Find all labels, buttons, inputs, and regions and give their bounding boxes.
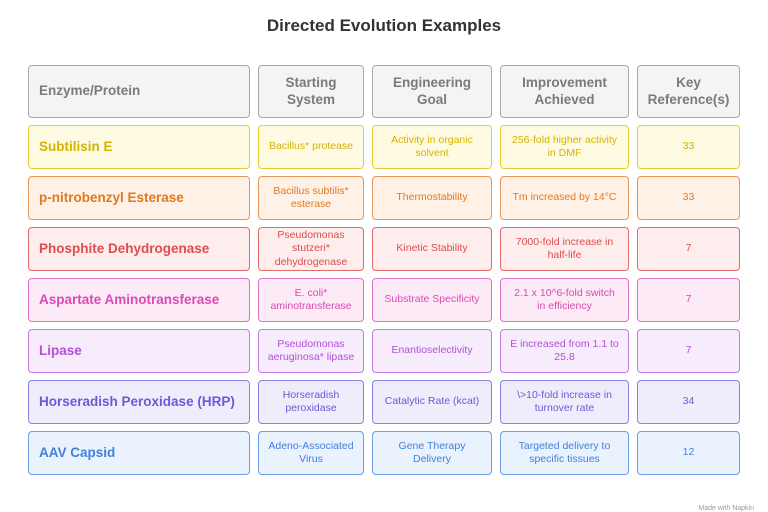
comparison-table: Enzyme/Protein Starting System Engineeri… <box>28 65 740 475</box>
improvement-cell: E increased from 1.1 to 25.8 <box>500 329 629 373</box>
starting-system-cell: Bacillus subtilis* esterase <box>258 176 364 220</box>
improvement-cell: 256-fold higher activity in DMF <box>500 125 629 169</box>
enzyme-cell: Aspartate Aminotransferase <box>28 278 250 322</box>
diagram-title: Directed Evolution Examples <box>266 16 502 35</box>
header-improvement-achieved: Improvement Achieved <box>500 65 629 118</box>
improvement-cell: Targeted delivery to specific tissues <box>500 431 629 475</box>
engineering-goal-cell: Thermostability <box>372 176 492 220</box>
starting-system-cell: E. coli* aminotransferase <box>258 278 364 322</box>
header-enzyme-protein: Enzyme/Protein <box>28 65 250 118</box>
enzyme-cell: p-nitrobenzyl Esterase <box>28 176 250 220</box>
improvement-cell: Tm increased by 14°C <box>500 176 629 220</box>
reference-cell: 7 <box>637 227 740 271</box>
reference-cell: 33 <box>637 176 740 220</box>
engineering-goal-cell: Catalytic Rate (kcat) <box>372 380 492 424</box>
reference-cell: 12 <box>637 431 740 475</box>
starting-system-cell: Horseradish peroxidase <box>258 380 364 424</box>
reference-cell: 7 <box>637 278 740 322</box>
reference-cell: 33 <box>637 125 740 169</box>
header-engineering-goal: Engineering Goal <box>372 65 492 118</box>
starting-system-cell: Bacillus* protease <box>258 125 364 169</box>
enzyme-cell: AAV Capsid <box>28 431 250 475</box>
improvement-cell: 2.1 x 10^6-fold switch in efficiency <box>500 278 629 322</box>
header-key-references: Key Reference(s) <box>637 65 740 118</box>
starting-system-cell: Adeno-Associated Virus <box>258 431 364 475</box>
engineering-goal-cell: Enantioselectivity <box>372 329 492 373</box>
reference-cell: 34 <box>637 380 740 424</box>
improvement-cell: 7000-fold increase in half-life <box>500 227 629 271</box>
engineering-goal-cell: Activity in organic solvent <box>372 125 492 169</box>
reference-cell: 7 <box>637 329 740 373</box>
engineering-goal-cell: Gene Therapy Delivery <box>372 431 492 475</box>
header-starting-system: Starting System <box>258 65 364 118</box>
enzyme-cell: Phosphite Dehydrogenase <box>28 227 250 271</box>
improvement-cell: \>10-fold increase in turnover rate <box>500 380 629 424</box>
enzyme-cell: Subtilisin E <box>28 125 250 169</box>
starting-system-cell: Pseudomonas stutzeri* dehydrogenase <box>258 227 364 271</box>
starting-system-cell: Pseudomonas aeruginosa* lipase <box>258 329 364 373</box>
engineering-goal-cell: Kinetic Stability <box>372 227 492 271</box>
watermark: Made with Napkin <box>698 505 754 512</box>
enzyme-cell: Horseradish Peroxidase (HRP) <box>28 380 250 424</box>
engineering-goal-cell: Substrate Specificity <box>372 278 492 322</box>
enzyme-cell: Lipase <box>28 329 250 373</box>
